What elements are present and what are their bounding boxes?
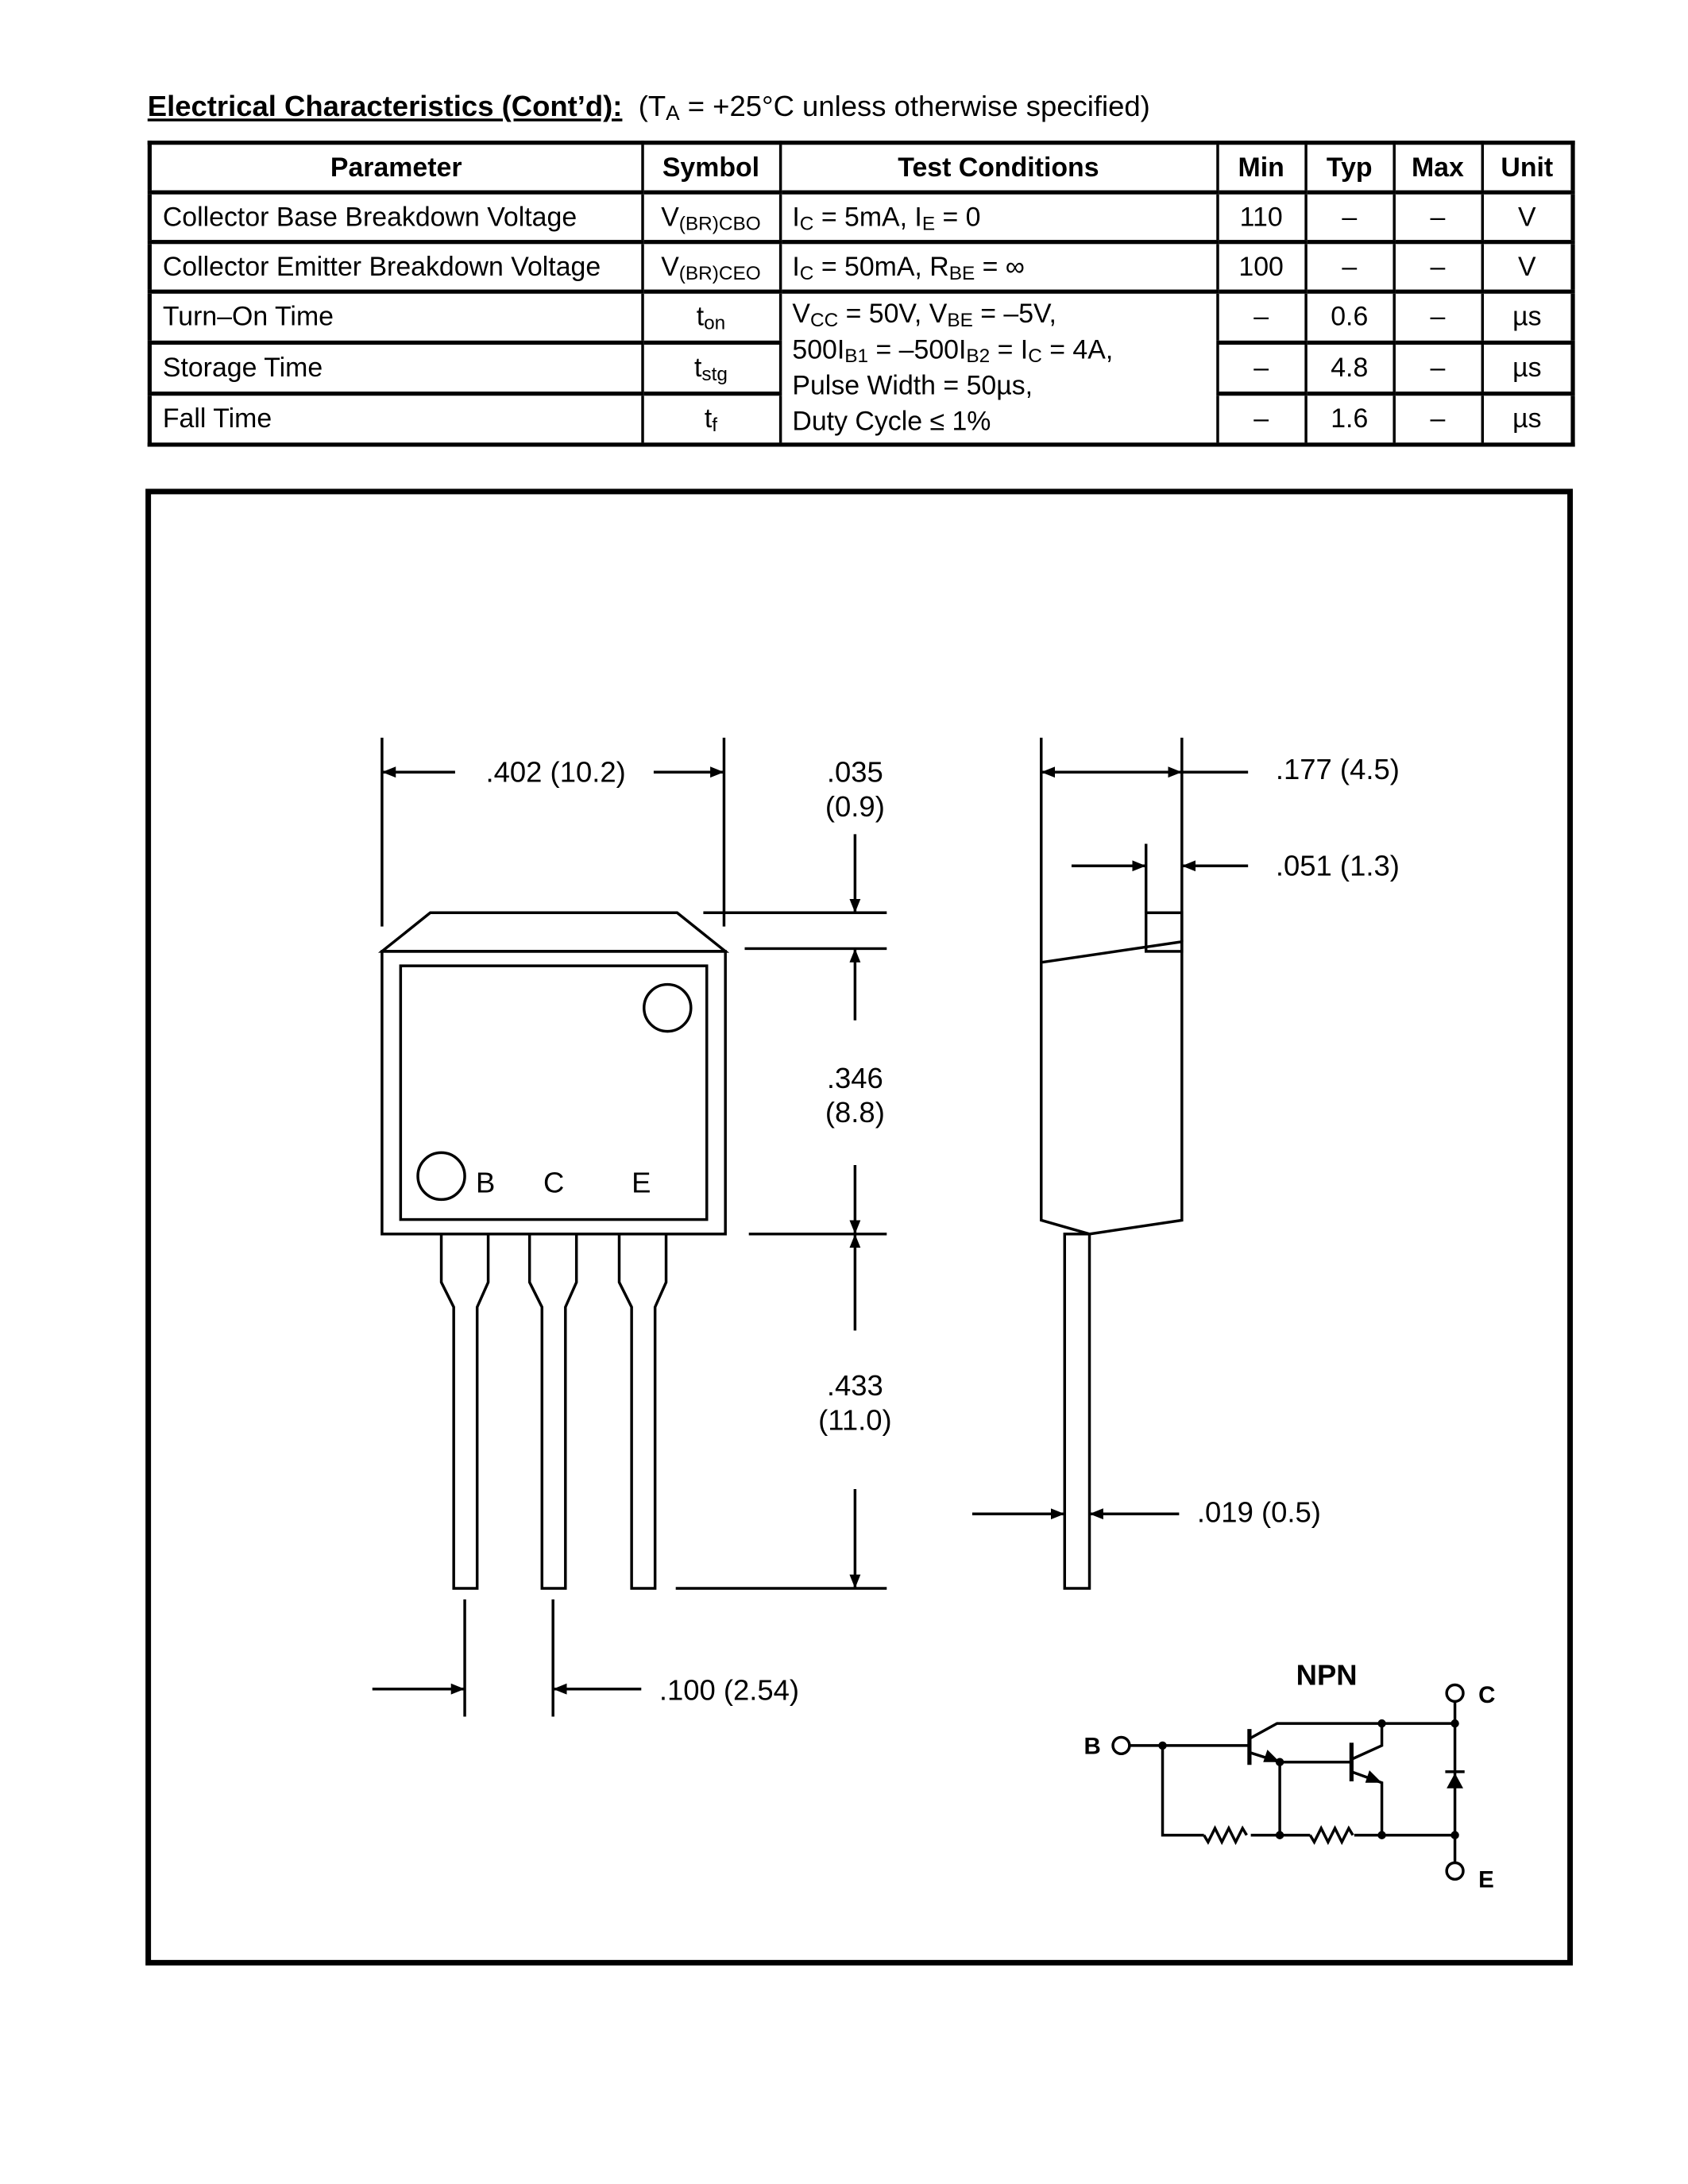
table-row: Turn–On Time ton VCC = 50V, VBE = –5V, 5…: [148, 289, 1574, 446]
unit-cell: µs: [1480, 392, 1574, 446]
symbol-cell: ton: [640, 289, 782, 345]
lead-b: [439, 1233, 490, 1590]
min-cell: 110: [1215, 191, 1307, 244]
heading-condition: (TA = +25°C unless otherwise specified): [638, 91, 1150, 126]
max-cell: –: [1392, 289, 1484, 345]
unit-cell: V: [1480, 191, 1574, 244]
max-cell: –: [1392, 191, 1484, 244]
min-cell: 100: [1215, 240, 1307, 293]
parameter-cell: Storage Time: [148, 340, 643, 396]
header-max: Max: [1392, 141, 1484, 195]
symbol-cell: tstg: [640, 340, 782, 396]
symbol-cell: V(BR)CBO: [640, 191, 782, 244]
condition-cell: IC = 50mA, RBE = ∞: [778, 240, 1219, 293]
min-cell: –: [1215, 392, 1307, 446]
typ-cell: –: [1304, 191, 1396, 244]
max-cell: –: [1392, 392, 1484, 446]
condition-cell: IC = 5mA, IE = 0: [778, 191, 1219, 244]
symbol-cell: tf: [640, 392, 782, 446]
table-row: Storage Time tstg – 4.8 – µs: [148, 340, 1574, 396]
depth-dim-label: .177 (4.5): [1276, 753, 1400, 785]
emitter-arrow-icon: [1263, 1750, 1280, 1762]
schematic-type-label: NPN: [1296, 1659, 1358, 1692]
lead-c: [527, 1233, 578, 1590]
pin-label-e: E: [632, 1167, 651, 1199]
parameter-cell: Fall Time: [148, 392, 643, 446]
unit-cell: µs: [1480, 340, 1574, 396]
unit-cell: µs: [1480, 289, 1574, 345]
typ-cell: 4.8: [1304, 340, 1396, 396]
parameter-cell: Collector Base Breakdown Voltage: [148, 191, 643, 244]
lead-dim-mm-label: (11.0): [818, 1403, 891, 1436]
switching-condition-cell: VCC = 50V, VBE = –5V, 500IB1 = –500IB2 =…: [778, 289, 1219, 446]
lead-e: [617, 1233, 668, 1590]
collector-terminal-icon: [1445, 1683, 1465, 1704]
tab-dim-label: .035: [827, 755, 883, 788]
resistor-1-icon: [1203, 1825, 1248, 1846]
package-front-view: B C E: [377, 911, 730, 1590]
npn-darlington-schematic: NPN B C E: [1084, 1659, 1496, 1893]
body-dim-label: .346: [827, 1062, 883, 1094]
min-cell: –: [1215, 340, 1307, 396]
body-dim-mm-label: (8.8): [825, 1096, 885, 1129]
header-min: Min: [1215, 141, 1307, 195]
table-row: Collector Emitter Breakdown Voltage V(BR…: [148, 240, 1574, 293]
pin-label-c: C: [543, 1167, 564, 1199]
header-parameter: Parameter: [148, 141, 643, 195]
table-header-row: Parameter Symbol Test Conditions Min Typ…: [148, 141, 1574, 195]
header-symbol: Symbol: [640, 141, 782, 195]
emitter-terminal-label: E: [1478, 1867, 1494, 1893]
width-dim-label: .402 (10.2): [486, 755, 626, 788]
parameter-cell: Turn–On Time: [148, 289, 643, 345]
pin-label-b: B: [476, 1167, 495, 1199]
header-test-conditions: Test Conditions: [778, 141, 1219, 195]
parameter-cell: Collector Emitter Breakdown Voltage: [148, 240, 643, 293]
emitter-arrow-icon: [1365, 1770, 1382, 1783]
lead-thickness-label: .019 (0.5): [1197, 1496, 1321, 1529]
max-cell: –: [1392, 240, 1484, 293]
heading-title: Electrical Characteristics (Cont’d):: [147, 91, 623, 123]
max-cell: –: [1392, 340, 1484, 396]
collector-terminal-label: C: [1478, 1682, 1495, 1708]
header-typ: Typ: [1304, 141, 1396, 195]
lead-dim-label: .433: [827, 1369, 883, 1402]
base-terminal-icon: [1111, 1735, 1131, 1756]
tab-thickness-label: .051 (1.3): [1276, 849, 1400, 882]
typ-cell: –: [1304, 240, 1396, 293]
table-row: Fall Time tf – 1.6 – µs: [148, 392, 1574, 446]
base-terminal-label: B: [1084, 1733, 1101, 1759]
typ-cell: 1.6: [1304, 392, 1396, 446]
mounting-hole-icon: [643, 982, 693, 1033]
section-heading: Electrical Characteristics (Cont’d): (TA…: [148, 91, 1150, 125]
front-dimensions: .402 (10.2) .035 (0.9) .346 (8.8) .433 (…: [372, 737, 892, 1717]
header-unit: Unit: [1480, 141, 1574, 195]
tab-dim-mm-label: (0.9): [825, 790, 885, 823]
pin1-marker-icon: [416, 1151, 466, 1202]
diode-icon: [1447, 1773, 1464, 1788]
electrical-characteristics-table: Parameter Symbol Test Conditions Min Typ…: [147, 141, 1575, 447]
pitch-dim-label: .100 (2.54): [659, 1674, 799, 1707]
emitter-terminal-icon: [1445, 1861, 1465, 1881]
symbol-cell: V(BR)CEO: [640, 240, 782, 293]
drawing-frame: [145, 488, 1574, 1966]
typ-cell: 0.6: [1304, 289, 1396, 345]
unit-cell: V: [1480, 240, 1574, 293]
resistor-2-icon: [1308, 1825, 1354, 1846]
package-side-view: .177 (4.5) .051 (1.3) .019 (0.5): [971, 737, 1400, 1590]
table-row: Collector Base Breakdown Voltage V(BR)CB…: [148, 191, 1574, 244]
min-cell: –: [1215, 289, 1307, 345]
